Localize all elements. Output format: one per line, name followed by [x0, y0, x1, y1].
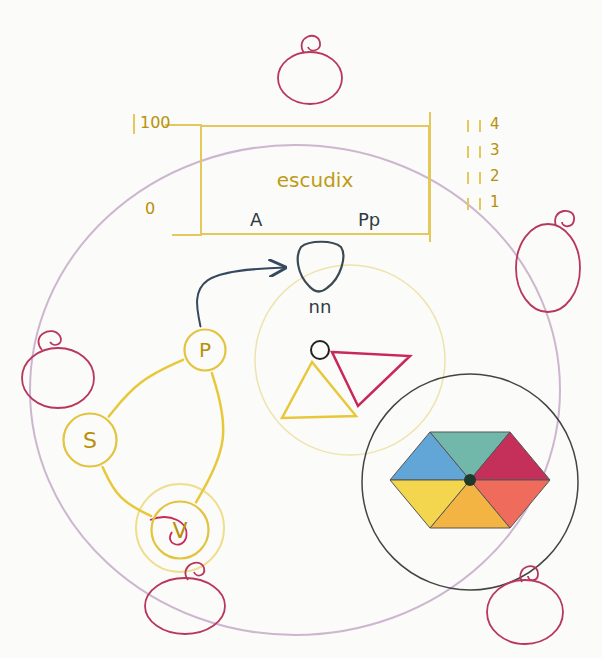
escudix-box: escudix: [200, 125, 430, 235]
node-text: nn: [309, 296, 332, 317]
faint-circle: [255, 265, 445, 455]
scale-number: 4: [490, 116, 500, 133]
s-circle: S: [62, 412, 118, 468]
link-line: [196, 373, 223, 502]
scale-line: [172, 234, 202, 236]
scale-value: 0: [145, 200, 155, 218]
arrow-connector: [197, 268, 285, 327]
letter-label: Pp: [358, 210, 380, 230]
scale-number: 1: [490, 194, 500, 211]
scale-value: 100: [140, 114, 171, 132]
p-circle: P: [183, 328, 227, 372]
scale-number: 2: [490, 168, 500, 185]
blob-outline: [289, 238, 351, 294]
red-triangle: [332, 352, 410, 406]
node-text: P: [199, 338, 211, 362]
pink-loops: [22, 36, 580, 644]
node-text: V: [172, 518, 187, 543]
link-line: [103, 467, 152, 516]
outer-ellipse: [30, 145, 560, 635]
colour-hexagon: [390, 432, 550, 528]
blob-node: nn: [286, 238, 354, 317]
node-text: S: [83, 428, 97, 453]
outer-yellow-circle: [136, 484, 224, 572]
scale-number: 3: [490, 142, 500, 159]
small-circle: [311, 341, 329, 359]
link-line: [109, 360, 183, 417]
scale-line: [165, 124, 202, 126]
dark-circle: [362, 374, 578, 590]
letter-label: A: [250, 210, 262, 230]
scale-tick: [133, 114, 135, 134]
v-circle: V: [150, 500, 210, 560]
scale-ticks: [468, 120, 480, 210]
node-text: escudix: [277, 168, 353, 192]
yellow-triangle: [282, 362, 356, 418]
